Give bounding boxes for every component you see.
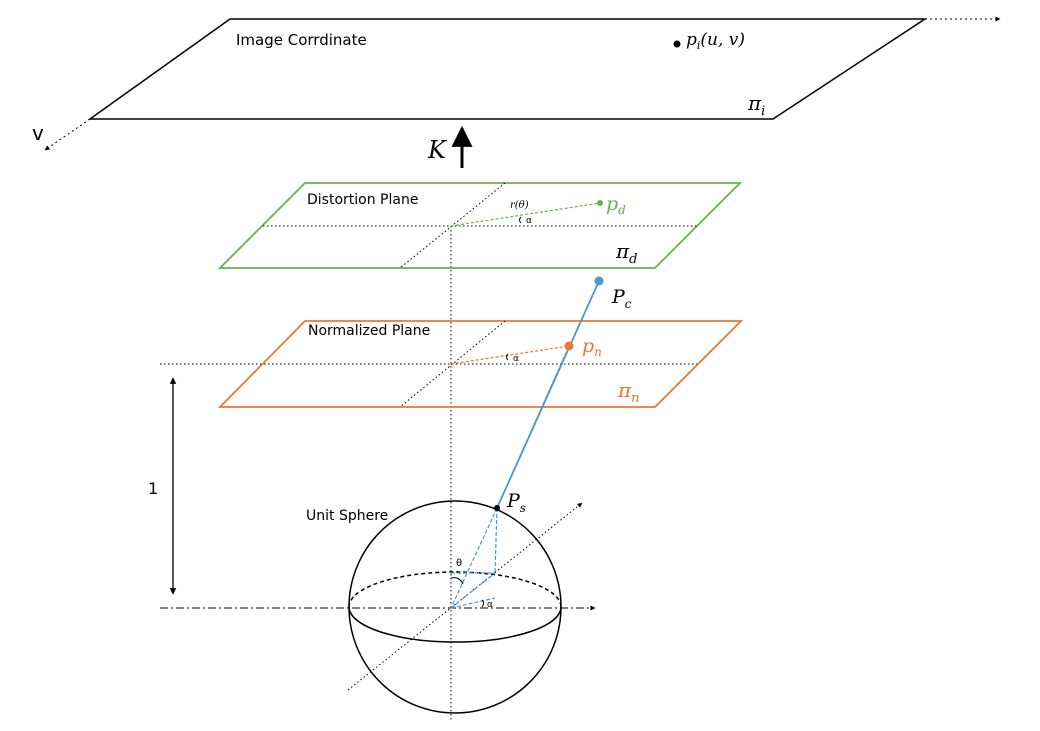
v-axis-label: v [32, 121, 44, 145]
normalized-alpha-label: α [513, 354, 519, 364]
image-plane: v Image Corrdinate pi(u, v) πi [32, 16, 1001, 151]
distortion-point-label: pd [606, 193, 626, 217]
intrinsic-projection: K [427, 125, 473, 168]
image-point-dot [673, 40, 681, 48]
normalized-plane-outline [217, 320, 744, 408]
k-label: K [427, 136, 448, 164]
sphere-point-dot [494, 505, 500, 511]
sphere-point-drop-line [494, 507, 498, 574]
theta-label: θ [456, 558, 462, 569]
sphere-point-projection-line [450, 572, 496, 609]
unit-sphere: Unit Sphere [160, 500, 596, 714]
sphere-point-label: Ps [506, 490, 526, 515]
normalized-point-dot [564, 341, 574, 351]
distortion-point-dot [597, 200, 603, 206]
normalized-radius-line [450, 345, 570, 365]
camera-point-dot [594, 276, 604, 286]
distortion-plane-y-axis [399, 182, 506, 269]
projection-ray: θ α Pc Ps [450, 276, 632, 610]
v-axis-arrow [44, 118, 91, 151]
unit-distance: 1 [148, 377, 177, 595]
distortion-radius-line [450, 202, 601, 227]
normalized-alpha-arc [506, 353, 509, 361]
sphere-point-base-line [450, 597, 496, 609]
normalized-plane-title: Normalized Plane [308, 323, 430, 339]
ray-dashed-overlay [496, 345, 570, 509]
ray-origin-segment [450, 507, 498, 609]
image-plane-outline [87, 18, 928, 120]
camera-point-label: Pc [611, 286, 632, 311]
image-plane-name: πi [747, 91, 765, 119]
distortion-radius-label: r(θ) [510, 200, 529, 211]
normalized-plane-y-axis [399, 320, 506, 408]
normalized-point-label: pn [582, 335, 602, 359]
sphere-alpha-arc [481, 599, 484, 608]
sphere-equator-front [348, 606, 562, 643]
sphere-outline [348, 500, 562, 714]
normalized-plane-name: πn [617, 378, 640, 406]
distortion-plane-title: Distortion Plane [307, 192, 418, 208]
unit-distance-label: 1 [148, 479, 158, 498]
distortion-plane-outline [217, 182, 743, 269]
distortion-alpha-label: α [526, 216, 532, 226]
image-point-label: pi(u, v) [686, 30, 745, 52]
theta-arc [450, 577, 464, 585]
distortion-alpha-arc [519, 216, 522, 224]
image-plane-title: Image Corrdinate [236, 31, 367, 49]
sphere-alpha-label: α [487, 600, 493, 610]
sphere-title: Unit Sphere [306, 508, 388, 524]
distortion-plane-name: πd [615, 239, 637, 267]
normalized-plane: α Normalized Plane pn πn [160, 320, 744, 408]
distortion-plane: α r(θ) Distortion Plane pd πd [217, 182, 743, 269]
